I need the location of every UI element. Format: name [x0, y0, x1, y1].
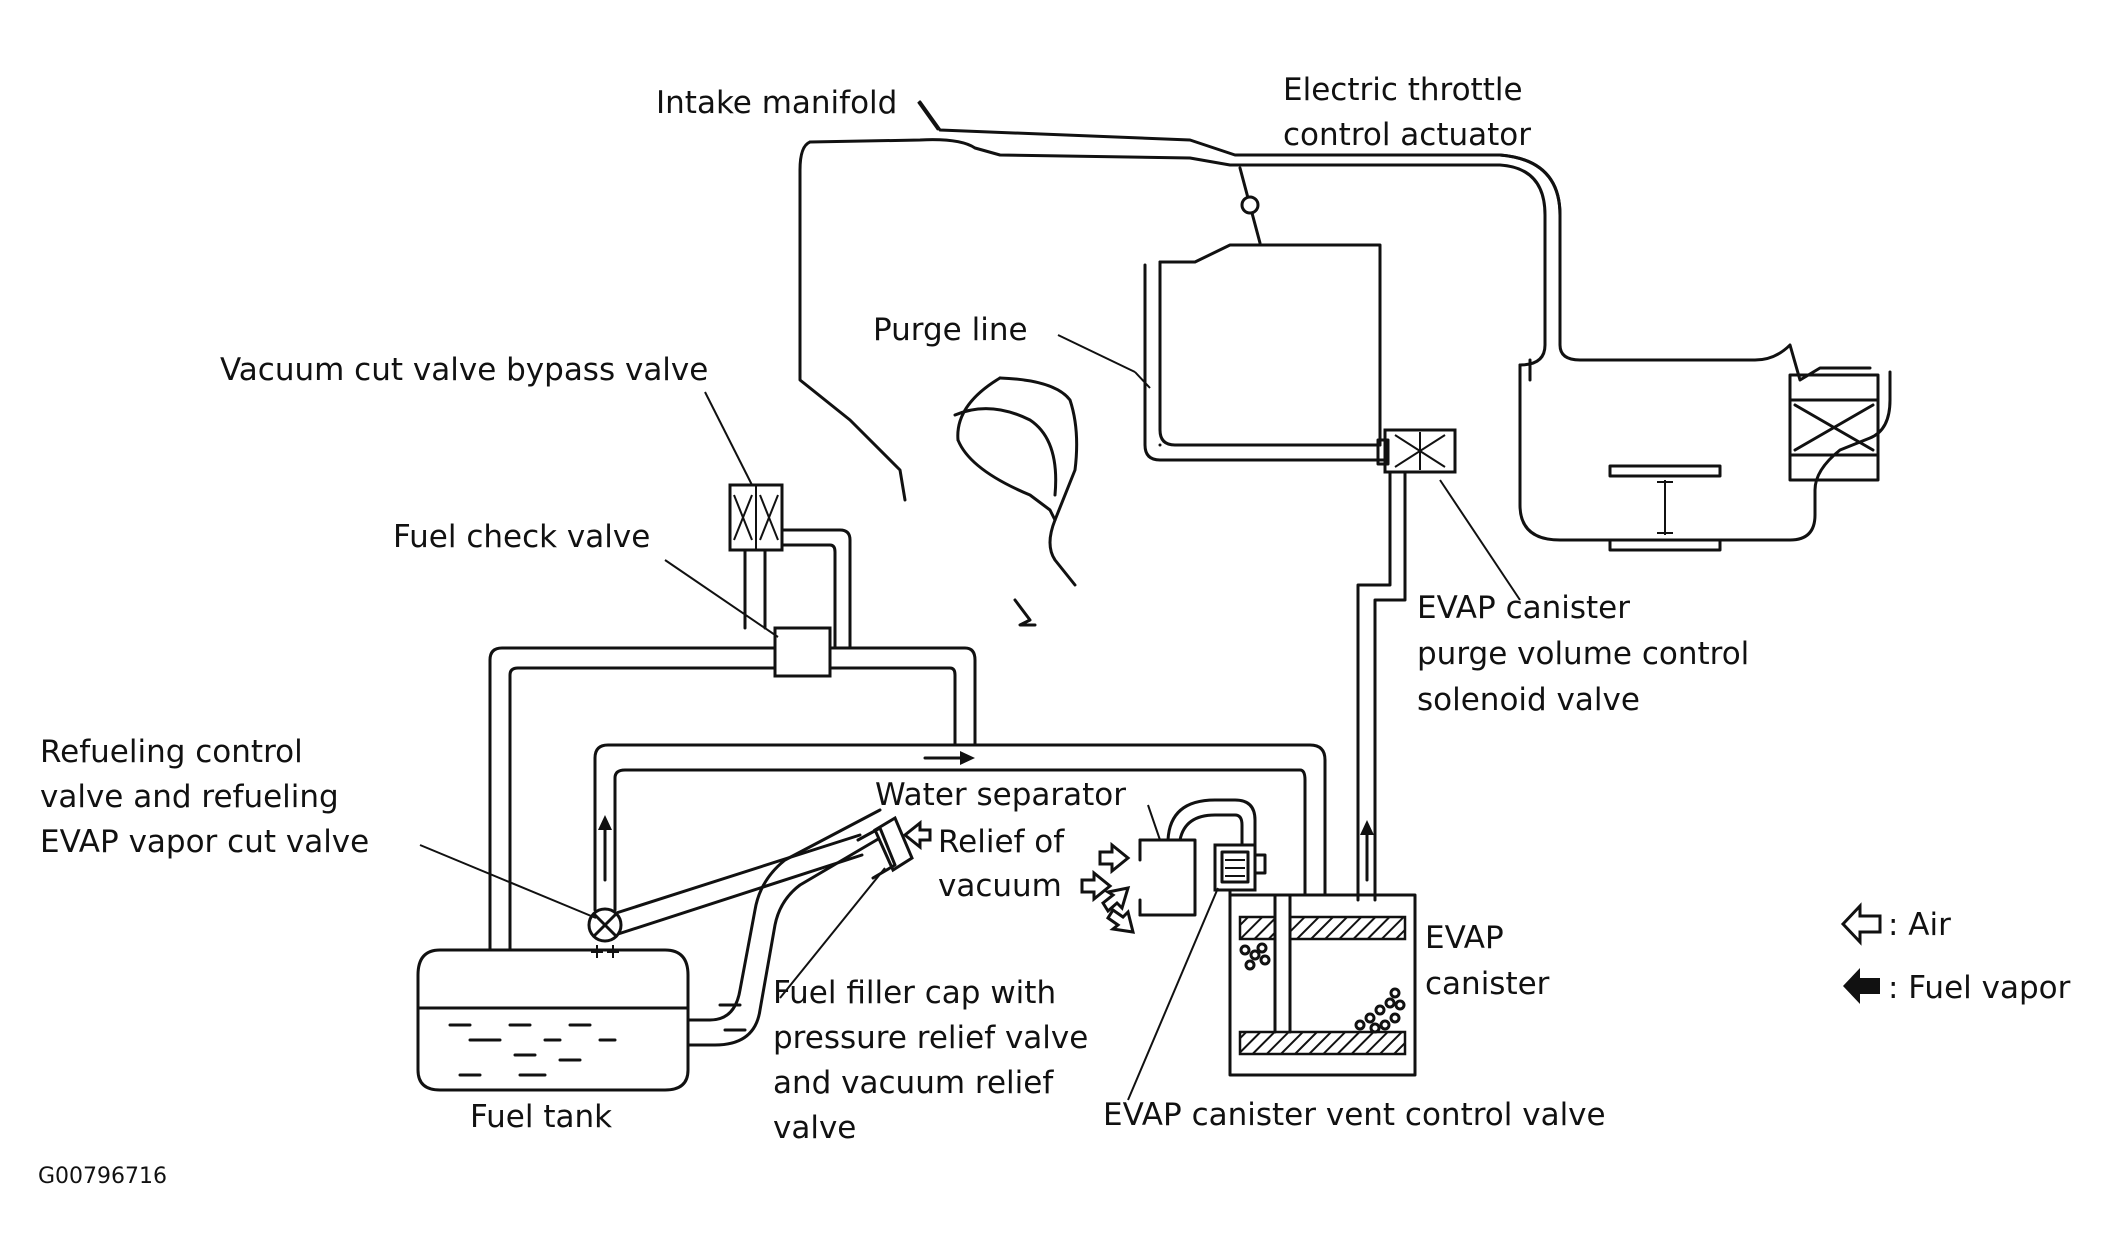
flow-arrow-up-canister	[1360, 820, 1374, 882]
label-purge-solenoid-line3: solenoid valve	[1417, 682, 1640, 718]
label-refueling-line2: valve and refueling	[40, 779, 339, 815]
air-arrow-separator-3	[1101, 886, 1131, 914]
flow-arrow-up-left	[598, 815, 612, 882]
engine-cylinder-outline	[953, 376, 1079, 627]
refueling-control-valve	[587, 833, 864, 958]
label-filler-cap-line2: pressure relief valve	[773, 1020, 1088, 1056]
purge-line-pipe	[1143, 263, 1387, 462]
legend-fuel-vapor-arrow-icon	[1843, 968, 1880, 1004]
label-fuel-tank: Fuel tank	[470, 1099, 612, 1135]
air-arrow-filler-cap	[902, 819, 932, 851]
legend-air-arrow-icon	[1840, 902, 1882, 946]
leader-lines	[419, 101, 1521, 1101]
vapor-line-to-canister	[593, 743, 1327, 912]
legend-air-label: : Air	[1888, 907, 1951, 943]
evap-canister	[1228, 893, 1417, 1077]
label-relief-of-vacuum-line1: Relief of	[938, 824, 1065, 860]
air-cleaner-element	[1788, 373, 1880, 482]
label-relief-of-vacuum-line2: vacuum	[938, 868, 1062, 904]
air-arrow-separator-2	[1080, 869, 1113, 903]
label-filler-cap-line3: and vacuum relief	[773, 1065, 1054, 1101]
flow-arrow-right	[923, 751, 975, 765]
intake-manifold	[798, 100, 1892, 542]
label-purge-solenoid-line2: purge volume control	[1417, 636, 1749, 672]
legend-fuel-vapor-label: : Fuel vapor	[1888, 970, 2071, 1006]
purge-volume-control-solenoid-valve	[1356, 428, 1457, 902]
label-electric-throttle-line1: Electric throttle	[1283, 72, 1523, 108]
fuel-check-valve-lines	[488, 626, 977, 952]
water-separator	[1138, 798, 1257, 917]
label-filler-cap-line1: Fuel filler cap with	[773, 975, 1056, 1011]
label-vent-control-valve: EVAP canister vent control valve	[1103, 1097, 1606, 1133]
charcoal-granules	[1239, 942, 1406, 1034]
fuel-filler-neck	[686, 808, 887, 1047]
air-arrow-separator-1	[1098, 841, 1131, 875]
label-refueling-line1: Refueling control	[40, 734, 303, 770]
vacuum-cut-valve-bypass-valve	[728, 483, 852, 650]
label-water-separator: Water separator	[875, 777, 1126, 813]
figure-id: G00796716	[38, 1164, 167, 1189]
legend: : Air : Fuel vapor	[1840, 902, 2071, 1006]
label-intake-manifold: Intake manifold	[656, 85, 897, 121]
label-vacuum-cut-valve-bypass-valve: Vacuum cut valve bypass valve	[220, 352, 708, 388]
fuel-filler-cap	[856, 815, 914, 880]
throttle-valve-plate	[1238, 166, 1262, 245]
label-fuel-check-valve: Fuel check valve	[393, 519, 650, 555]
label-purge-solenoid-line1: EVAP canister	[1417, 590, 1630, 626]
mass-air-flow-sensor	[1608, 464, 1722, 552]
label-purge-line: Purge line	[873, 312, 1028, 348]
label-filler-cap-line4: valve	[773, 1110, 856, 1146]
label-evap-canister-line1: EVAP	[1425, 920, 1504, 956]
evap-canister-vent-control-valve	[1213, 843, 1267, 897]
fuel-tank	[416, 948, 690, 1092]
label-electric-throttle-line2: control actuator	[1283, 117, 1531, 153]
label-refueling-line3: EVAP vapor cut valve	[40, 824, 369, 860]
air-arrow-separator-4	[1105, 907, 1136, 934]
label-evap-canister-line2: canister	[1425, 966, 1550, 1002]
